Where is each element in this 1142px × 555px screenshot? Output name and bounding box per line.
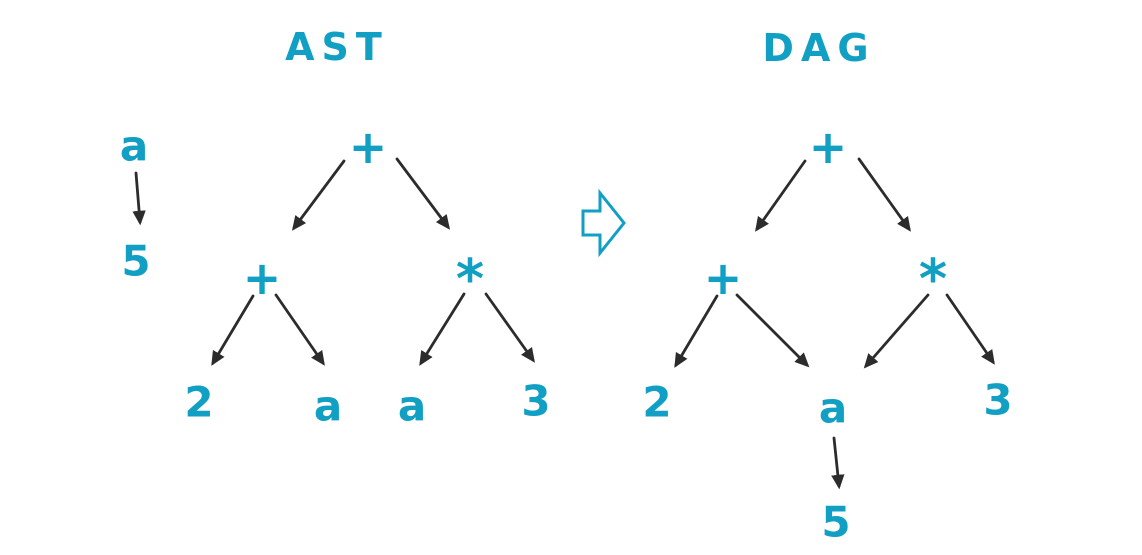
ast-edge-root-times (395, 157, 451, 230)
transform-arrow-icon (581, 188, 626, 258)
dag-edge-root-times (857, 157, 911, 232)
ast-var-a: a (120, 122, 148, 171)
nodes-layer: a 5 + + * 2 a a 3 + + * 2 a 3 5 (120, 120, 1013, 547)
dag-edge-times-3 (945, 293, 995, 365)
ast-leaf-2: 2 (184, 378, 213, 427)
dag-leaf-3: 3 (983, 376, 1012, 425)
ast-edge-plus-a (274, 293, 325, 366)
ast-edge-times-a (419, 292, 466, 366)
dag-value-5: 5 (821, 498, 850, 547)
ast-panel-title: AST (285, 25, 389, 69)
ast-leaf-a1: a (314, 382, 342, 431)
ast-leaf-a2: a (398, 382, 426, 431)
ast-edge-plus-2 (211, 294, 255, 366)
ast-times: * (456, 248, 484, 311)
ast-value-5: 5 (121, 237, 150, 286)
dag-leaf-2: 2 (642, 378, 671, 427)
dag-root-plus: + (809, 120, 848, 174)
dag-times: * (919, 248, 947, 311)
ast-leaf-3: 3 (521, 377, 550, 426)
ast-left-plus: + (243, 251, 282, 305)
dag-edge-plus-2 (674, 294, 719, 368)
dag-panel-title: DAG (762, 26, 876, 70)
dag-leaf-a: a (819, 384, 847, 433)
dag-plus: + (704, 251, 743, 305)
dag-edge-root-plus (755, 159, 807, 232)
dag-edge-times-a (863, 293, 930, 369)
dag-edge-plus-a (735, 293, 810, 368)
ast-root-plus: + (349, 120, 388, 174)
ast-edge-times-3 (484, 292, 535, 363)
ast-edge-root-plus (291, 159, 346, 231)
ast-edge-a-5 (132, 171, 146, 226)
dag-edge-a-5 (831, 436, 845, 490)
edges-layer (132, 157, 995, 490)
